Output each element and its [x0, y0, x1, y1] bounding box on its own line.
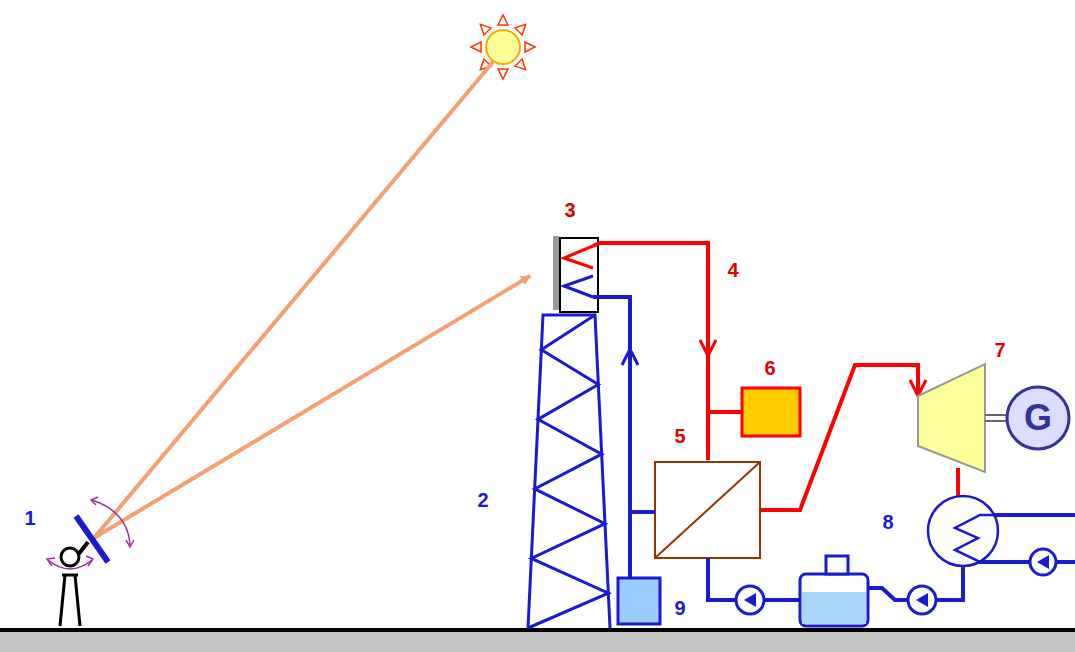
receiver	[553, 236, 598, 312]
storage-box	[742, 388, 800, 436]
reflected-ray	[94, 276, 530, 538]
tower-lattice	[528, 315, 610, 628]
callout-number: 5	[674, 426, 685, 446]
callout-number: 1	[24, 508, 35, 528]
shaft	[985, 420, 1006, 422]
generator-label: G	[1024, 400, 1052, 436]
flow-arrow	[700, 340, 716, 356]
condenser	[928, 496, 1000, 566]
sun-ray	[94, 62, 493, 538]
pump-box	[618, 578, 660, 624]
heat-exchanger	[655, 462, 760, 558]
callout-number: 7	[994, 340, 1005, 360]
cold-pipe	[593, 297, 1075, 600]
callout-number: 3	[564, 200, 575, 220]
shaft	[985, 414, 1006, 416]
flow-arrow	[622, 349, 638, 365]
callout-number: 9	[674, 598, 685, 618]
sun	[471, 15, 535, 79]
ground-line	[0, 628, 1075, 632]
feedwater-tank	[800, 556, 868, 626]
hot-pipe	[593, 243, 958, 510]
ground	[0, 632, 1075, 652]
pump	[736, 549, 1056, 614]
callout-number: 8	[882, 512, 893, 532]
callout-number: 4	[727, 260, 738, 280]
callout-number: 6	[764, 358, 775, 378]
turbine	[918, 364, 985, 472]
heliostat	[47, 497, 134, 626]
callout-number: 2	[477, 490, 488, 510]
generator-circle: G	[1005, 385, 1071, 451]
